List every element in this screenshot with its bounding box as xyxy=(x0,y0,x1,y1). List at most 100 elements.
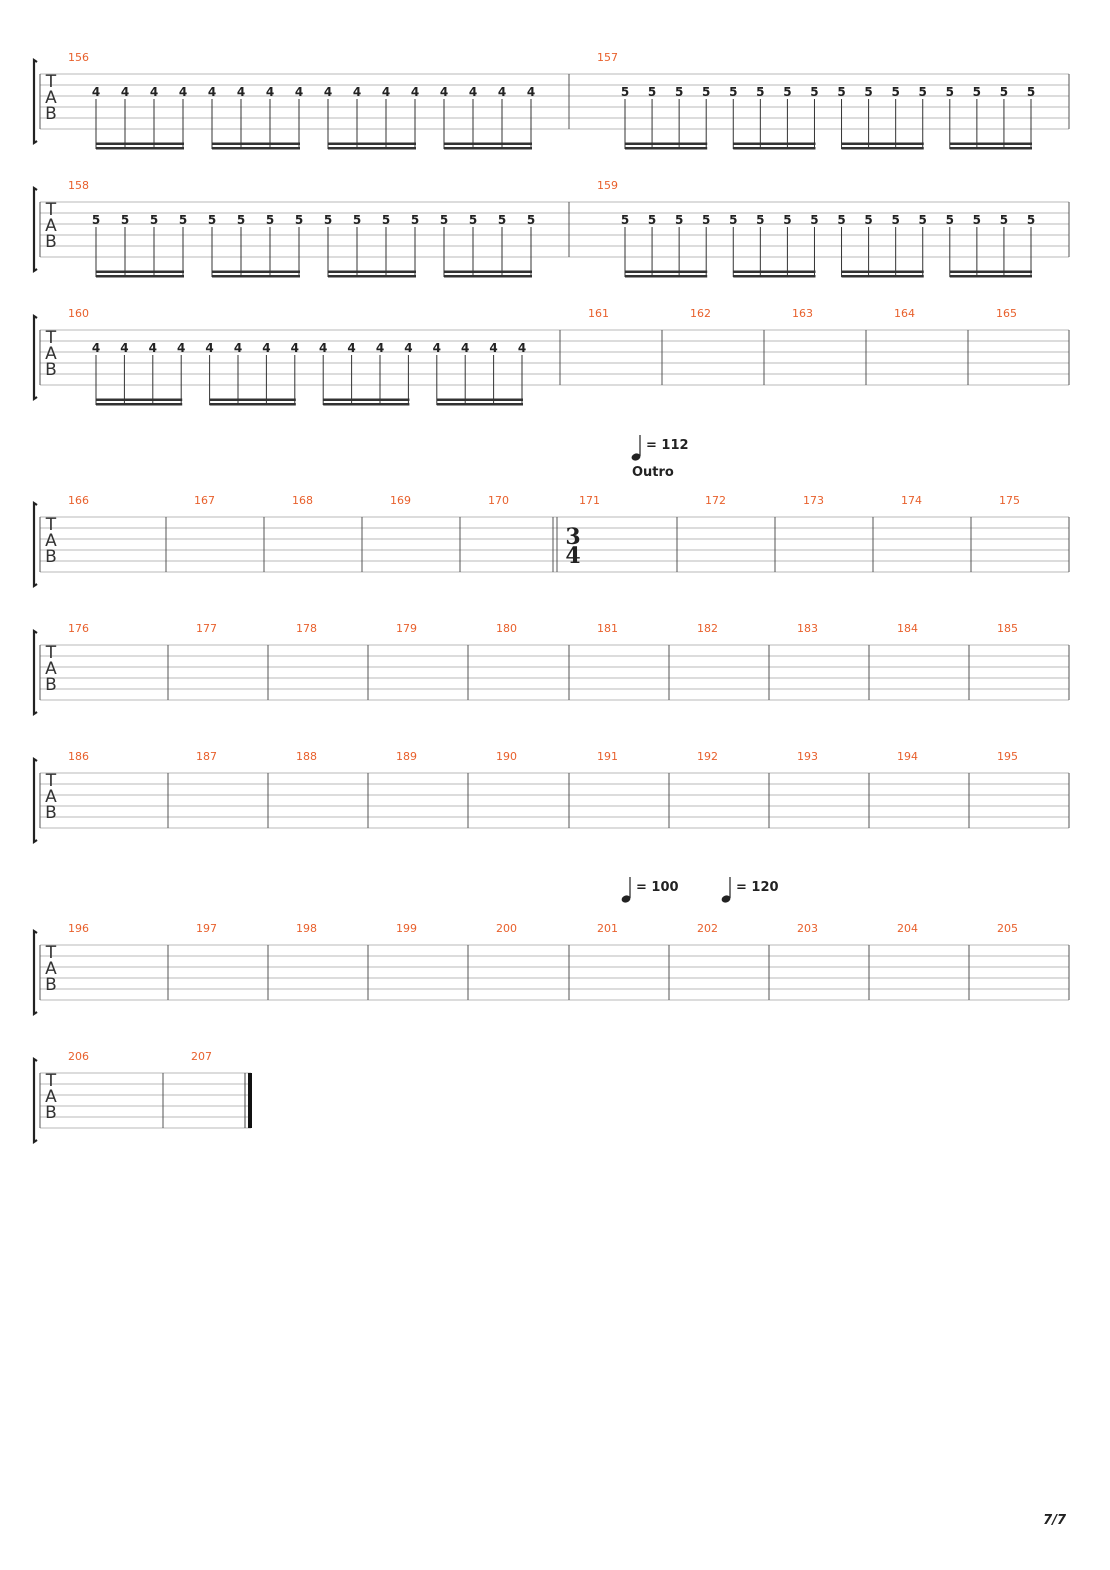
beam-secondary xyxy=(733,142,816,145)
fret-number: 5 xyxy=(1000,213,1008,227)
fret-number: 4 xyxy=(92,85,100,99)
fret-number: 5 xyxy=(864,85,872,99)
measure-number: 181 xyxy=(597,622,618,635)
fret-number: 5 xyxy=(469,213,477,227)
beam-secondary xyxy=(733,270,816,273)
beam-primary xyxy=(436,403,523,406)
fret-number: 5 xyxy=(756,213,764,227)
time-signature-bottom: 4 xyxy=(565,543,580,569)
fret-number: 4 xyxy=(433,341,441,355)
tab-clef-letter: T xyxy=(45,515,57,535)
beam-primary xyxy=(96,275,184,278)
measure-number: 163 xyxy=(792,307,813,320)
measure-number: 190 xyxy=(496,750,517,763)
tab-clef-letter: B xyxy=(45,360,57,380)
fret-number: 4 xyxy=(177,341,185,355)
quarter-note-icon xyxy=(621,895,631,903)
beam-secondary xyxy=(96,142,184,145)
fret-number: 4 xyxy=(440,85,448,99)
beam-secondary xyxy=(96,270,184,273)
tab-clef-letter: A xyxy=(45,531,57,551)
beam-secondary xyxy=(949,270,1032,273)
beam-secondary xyxy=(328,270,416,273)
tab-clef-letter: B xyxy=(45,547,57,567)
tab-clef-letter: B xyxy=(45,975,57,995)
fret-number: 5 xyxy=(648,213,656,227)
measure-number: 165 xyxy=(996,307,1017,320)
fret-number: 5 xyxy=(266,213,274,227)
fret-number: 4 xyxy=(295,85,303,99)
tab-clef-letter: T xyxy=(45,328,57,348)
fret-number: 5 xyxy=(621,85,629,99)
fret-number: 4 xyxy=(149,341,157,355)
measure-number: 204 xyxy=(897,922,918,935)
measure-number: 183 xyxy=(797,622,818,635)
tempo-marking: = 120 xyxy=(721,877,779,903)
beam-primary xyxy=(212,147,300,150)
fret-number: 5 xyxy=(1027,213,1035,227)
fret-number: 5 xyxy=(527,213,535,227)
measure-number: 164 xyxy=(894,307,915,320)
measure-number: 176 xyxy=(68,622,89,635)
tab-clef-letter: T xyxy=(45,643,57,663)
beam-primary xyxy=(328,275,416,278)
fret-number: 5 xyxy=(382,213,390,227)
fret-number: 5 xyxy=(648,85,656,99)
fret-number: 5 xyxy=(891,213,899,227)
fret-number: 5 xyxy=(864,213,872,227)
measure-number: 170 xyxy=(488,494,509,507)
fret-number: 4 xyxy=(518,341,526,355)
beam-primary xyxy=(328,147,416,150)
beam-secondary xyxy=(949,142,1032,145)
fret-number: 4 xyxy=(208,85,216,99)
fret-number: 4 xyxy=(121,85,129,99)
tab-clef-letter: T xyxy=(45,1071,57,1091)
measure-number: 180 xyxy=(496,622,517,635)
fret-number: 5 xyxy=(675,213,683,227)
fret-number: 4 xyxy=(120,341,128,355)
fret-number: 5 xyxy=(837,85,845,99)
measure-number: 175 xyxy=(999,494,1020,507)
beam-primary xyxy=(949,275,1032,278)
fret-number: 5 xyxy=(702,85,710,99)
measure-number: 205 xyxy=(997,922,1018,935)
tab-clef-letter: A xyxy=(45,88,57,108)
tab-clef-letter: B xyxy=(45,1103,57,1123)
beam-primary xyxy=(733,275,816,278)
measure-number: 161 xyxy=(588,307,609,320)
measure-number: 191 xyxy=(597,750,618,763)
beam-secondary xyxy=(328,142,416,145)
measure-number: 188 xyxy=(296,750,317,763)
measure-number: 197 xyxy=(196,922,217,935)
fret-number: 5 xyxy=(121,213,129,227)
fret-number: 4 xyxy=(179,85,187,99)
system-bracket xyxy=(32,628,38,717)
fret-number: 4 xyxy=(291,341,299,355)
beam-primary xyxy=(209,403,296,406)
measure-number: 194 xyxy=(897,750,918,763)
fret-number: 4 xyxy=(205,341,213,355)
beam-primary xyxy=(625,147,708,150)
tab-clef-letter: A xyxy=(45,216,57,236)
measure-number: 157 xyxy=(597,51,618,64)
measure-number: 207 xyxy=(191,1050,212,1063)
measure-number: 177 xyxy=(196,622,217,635)
fret-number: 5 xyxy=(150,213,158,227)
measure-number: 168 xyxy=(292,494,313,507)
beam-primary xyxy=(323,403,410,406)
tab-clef-letter: B xyxy=(45,232,57,252)
fret-number: 5 xyxy=(973,213,981,227)
beam-primary xyxy=(444,147,532,150)
beam-primary xyxy=(949,147,1032,150)
fret-number: 5 xyxy=(353,213,361,227)
fret-number: 5 xyxy=(973,85,981,99)
measure-number: 159 xyxy=(597,179,618,192)
tab-clef-letter: B xyxy=(45,675,57,695)
fret-number: 4 xyxy=(347,341,355,355)
